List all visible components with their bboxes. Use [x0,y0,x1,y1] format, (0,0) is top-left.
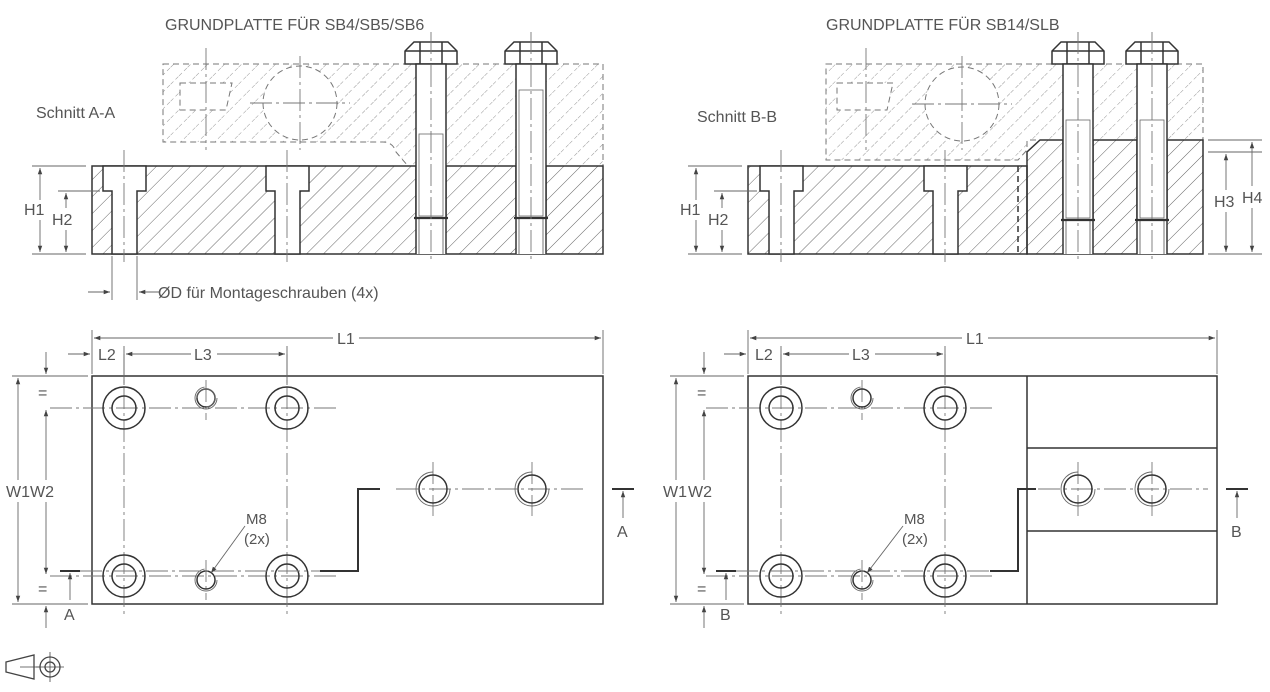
left-equal-mark-bottom: = [38,581,47,598]
left-dim-l1: L1 [337,331,355,348]
left-dim-l2: L2 [98,347,116,364]
right-dim-w1: W1 [663,484,687,501]
left-thread-count: (2x) [244,531,270,548]
left-diameter-note: ØD für Montageschrauben (4x) [158,285,379,302]
right-thread-label: M8 [904,511,925,528]
right-dim-w2: W2 [688,484,712,501]
left-counterbore-hole-2 [265,165,310,255]
right-cutting-plane [990,488,1036,572]
right-plan-hole-br [923,554,967,598]
left-plan-m8-top [194,386,218,410]
right-plan-thread-1 [1060,471,1096,507]
right-load-cell [825,63,1204,161]
right-dim-h3: H3 [1214,194,1235,211]
right-dim-h4: H4 [1242,190,1263,207]
right-equal-mark-bottom: = [697,581,706,598]
right-thread-count: (2x) [902,531,928,548]
left-plan-hole-br [265,554,309,598]
left-counterbore-hole-1 [102,165,147,255]
right-adapter-block [1026,139,1204,255]
right-counterbore-hole-1 [759,165,804,255]
right-dim-l3: L3 [852,347,870,364]
left-dim-h2: H2 [52,212,73,229]
right-dim-h1: H1 [680,202,701,219]
left-plan-view: A A L1 L2 L3 W1 W2 = = M8 (2x) [5,328,634,628]
right-plan-view: B B L1 L2 L3 W1 W2 = = M8 (2x) [662,328,1248,628]
right-plan-outline [747,375,1218,605]
right-dim-l2: L2 [755,347,773,364]
left-cut-letter-bottom: A [64,607,75,624]
right-counterbore-hole-2 [923,165,968,255]
right-load-cell-pocket [836,82,894,111]
left-plan-outline [91,375,604,605]
left-thread-label: M8 [246,511,267,528]
left-plan-hole-tl [102,386,146,430]
right-plan-hole-tl [759,386,803,430]
right-section-label: Schnitt B-B [697,109,777,126]
left-plan-thread-1 [415,471,451,507]
left-dim-w1: W1 [6,484,30,501]
left-equal-mark-top: = [38,385,47,402]
right-plan-thread-2 [1134,471,1170,507]
left-dim-w2: W2 [30,484,54,501]
first-angle-projection-icon [5,652,64,682]
left-section-view: GRUNDPLATTE FÜR SB4/SB5/SB6 Schnitt A-A [24,16,604,302]
right-title: GRUNDPLATTE FÜR SB14/SLB [826,16,1060,34]
left-plan-hole-tr [265,386,309,430]
left-dim-l3: L3 [194,347,212,364]
left-title: GRUNDPLATTE FÜR SB4/SB5/SB6 [165,16,424,34]
right-section-view: GRUNDPLATTE FÜR SB14/SLB Schnitt B-B [680,16,1270,262]
right-cut-letter-bottom: B [720,607,731,624]
right-dim-l1: L1 [966,331,984,348]
right-equal-mark-top: = [697,385,706,402]
right-cut-letter-right: B [1231,524,1242,541]
left-section-label: Schnitt A-A [36,105,115,122]
left-dim-h1: H1 [24,202,45,219]
left-cutting-plane [320,488,380,572]
left-plan-hole-bl [102,554,146,598]
left-cut-letter-right: A [617,524,628,541]
right-dim-h2: H2 [708,212,729,229]
left-plan-thread-2 [514,471,550,507]
right-plan-m8-top [850,386,874,410]
right-plan-hole-tr [923,386,967,430]
right-plan-hole-bl [759,554,803,598]
